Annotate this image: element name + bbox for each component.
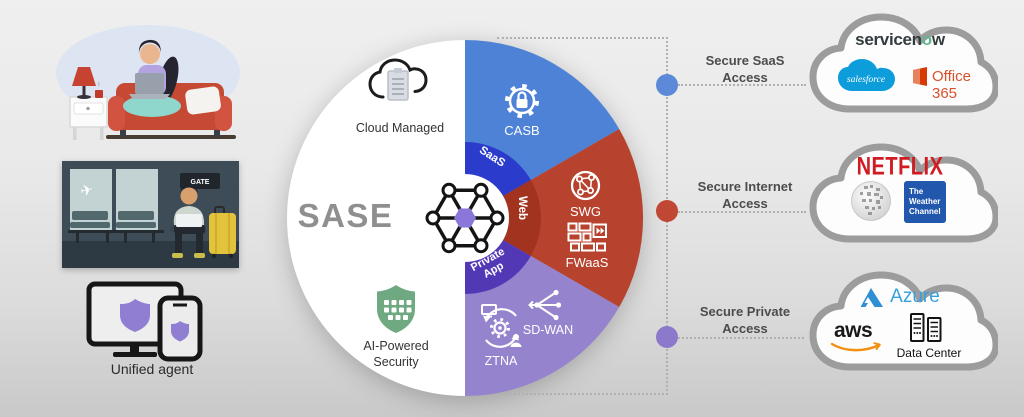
sase-title: SASE bbox=[297, 197, 394, 234]
shield-icon-small bbox=[171, 321, 189, 342]
cloud-outline bbox=[809, 271, 1000, 371]
gate-sign: GATE bbox=[180, 173, 220, 189]
network-hub-icon bbox=[425, 182, 505, 254]
cloud-managed-icon bbox=[368, 58, 428, 101]
private-connector-dot bbox=[656, 326, 678, 348]
wheel-left-half bbox=[287, 40, 465, 396]
sdwan-branch-icon bbox=[528, 289, 562, 321]
ai-security-shield-icon bbox=[377, 285, 415, 333]
aws-logo: aws bbox=[834, 319, 873, 342]
suitcase-icon bbox=[209, 206, 236, 259]
traveler-with-laptop-icon bbox=[170, 185, 206, 258]
azure-logo: Azure bbox=[802, 286, 998, 308]
wikipedia-globe-icon bbox=[851, 181, 891, 221]
cloud-managed-label: Cloud Managed bbox=[355, 121, 445, 135]
connector-branch-internet bbox=[678, 211, 806, 213]
servicenow-logo: servicenow bbox=[855, 30, 945, 49]
connector-line-bottom bbox=[497, 393, 668, 395]
data-center-icon bbox=[910, 313, 942, 342]
airplane-icon: ✈ bbox=[79, 181, 95, 201]
home-user-illustration bbox=[56, 25, 240, 140]
weather-channel-logo: The Weather Channel bbox=[904, 181, 946, 223]
internet-cloud: NETFLIX The Weather bbox=[802, 136, 1000, 262]
unified-agent-icon bbox=[86, 281, 203, 362]
sdwan-label: SD-WAN bbox=[522, 323, 574, 337]
salesforce-text: salesforce bbox=[847, 74, 885, 85]
office365-text: Office 365 bbox=[932, 68, 971, 102]
private-cloud: Azure aws Data bbox=[802, 264, 1000, 390]
sase-wheel bbox=[287, 39, 644, 396]
ztna-cycle-icon bbox=[481, 304, 522, 348]
swg-fwaas-wedge bbox=[465, 129, 644, 307]
casb-gear-lock-icon bbox=[505, 84, 539, 118]
secure-saas-access-label: Secure SaaS Access bbox=[705, 53, 785, 85]
ztna-label: ZTNA bbox=[484, 354, 518, 368]
netflix-logo: NETFLIX bbox=[856, 153, 944, 181]
saas-connector-dot bbox=[656, 74, 678, 96]
lamp-icon bbox=[72, 67, 96, 99]
swg-label: SWG bbox=[569, 204, 602, 219]
internet-connector-dot bbox=[656, 200, 678, 222]
azure-icon bbox=[860, 287, 884, 307]
secure-private-access-label: Secure Private Access bbox=[699, 304, 791, 336]
secure-internet-access-label: Secure Internet Access bbox=[697, 179, 793, 211]
swg-globe-icon bbox=[570, 170, 601, 201]
waiting-chairs-icon bbox=[68, 211, 164, 243]
casb-label: CASB bbox=[504, 123, 540, 138]
aws-smile-icon bbox=[830, 342, 881, 352]
person-with-laptop-icon bbox=[123, 39, 181, 117]
saas-cloud: servicenow salesforce Office 365 bbox=[802, 6, 1000, 132]
unified-agent-label: Unified agent bbox=[110, 361, 194, 377]
data-center-text: Data Center bbox=[896, 346, 962, 360]
fwaas-firewall-icon bbox=[567, 222, 607, 252]
office365-icon bbox=[913, 67, 927, 86]
connector-branch-private bbox=[678, 337, 804, 339]
salesforce-logo: salesforce bbox=[838, 59, 895, 91]
airport-user-illustration: ✈ GATE bbox=[62, 161, 239, 268]
ai-security-label: AI-Powered Security bbox=[363, 339, 429, 369]
fwaas-label: FWaaS bbox=[565, 255, 609, 270]
shield-icon bbox=[120, 299, 150, 332]
connector-line-top bbox=[497, 37, 668, 39]
web-ring-label: Web bbox=[516, 195, 529, 221]
gate-sign-text: GATE bbox=[191, 179, 210, 186]
connector-branch-saas bbox=[678, 84, 806, 86]
